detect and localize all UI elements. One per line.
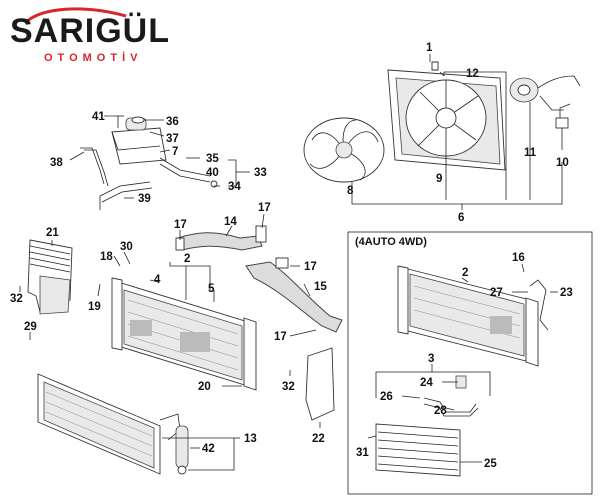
callout-40: 40 xyxy=(206,167,219,179)
callout-37: 37 xyxy=(166,133,179,145)
callout-2-4wd: 2 xyxy=(462,267,468,279)
reservoir-tank xyxy=(104,115,167,165)
callout-2: 2 xyxy=(184,253,190,265)
condenser xyxy=(37,373,181,475)
callout-28: 28 xyxy=(434,405,447,417)
cooling-fan xyxy=(303,117,385,183)
receiver-drier xyxy=(175,425,189,475)
callout-29: 29 xyxy=(24,321,37,333)
callout-32-a: 32 xyxy=(10,293,23,305)
brand-subtitle: OTOMOTİV xyxy=(44,52,143,64)
callout-41: 41 xyxy=(92,111,105,123)
callout-20: 20 xyxy=(198,381,211,393)
callout-30: 30 xyxy=(120,241,133,253)
callout-27: 27 xyxy=(490,287,503,299)
callout-8: 8 xyxy=(347,185,354,197)
callout-3: 3 xyxy=(428,353,434,365)
car-logo-icon xyxy=(25,7,127,24)
leader-lines xyxy=(19,54,563,471)
callout-38: 38 xyxy=(50,157,63,169)
callout-5: 5 xyxy=(208,283,215,295)
oil-cooler-hoses xyxy=(423,375,479,417)
callout-10: 10 xyxy=(556,157,569,169)
callout-11: 11 xyxy=(524,147,537,159)
callout-36: 36 xyxy=(166,116,179,128)
callout-32-b: 32 xyxy=(282,381,295,393)
callout-12: 12 xyxy=(466,68,479,80)
callout-15: 15 xyxy=(314,281,327,293)
callout-17-b: 17 xyxy=(258,202,271,214)
callout-26: 26 xyxy=(380,391,393,403)
callout-17-d: 17 xyxy=(274,331,287,343)
callout-33: 33 xyxy=(254,167,267,179)
resistor xyxy=(555,103,571,129)
brand-logo: SARIGÜL xyxy=(10,12,170,50)
callout-24: 24 xyxy=(420,377,433,389)
oil-cooler-pipe xyxy=(529,279,549,331)
callout-18: 18 xyxy=(100,251,113,263)
callout-34: 34 xyxy=(228,181,241,193)
upper-radiator-hose xyxy=(177,232,263,251)
callout-16: 16 xyxy=(512,252,525,264)
radiator-4wd xyxy=(397,265,539,367)
callout-7: 7 xyxy=(172,146,178,158)
callout-17-c: 17 xyxy=(304,261,317,273)
fan-motor xyxy=(509,75,581,111)
radiator xyxy=(111,277,257,391)
variant-panel-title: (4AUTO 4WD) xyxy=(355,236,427,248)
callout-19: 19 xyxy=(88,301,101,313)
oil-cooler xyxy=(375,423,461,477)
fan-shroud xyxy=(387,69,506,171)
reservoir-hoses xyxy=(80,147,218,210)
callout-labels: 1 12 11 10 9 8 6 41 36 37 7 35 40 33 34 … xyxy=(10,42,573,470)
callout-9: 9 xyxy=(436,173,442,185)
callout-14: 14 xyxy=(224,216,237,228)
callout-6: 6 xyxy=(458,212,464,224)
callout-25: 25 xyxy=(484,458,497,470)
callout-1: 1 xyxy=(426,42,433,54)
callout-17-a: 17 xyxy=(174,219,187,231)
lower-radiator-hose xyxy=(245,261,343,333)
callout-4: 4 xyxy=(154,274,161,286)
shroud-bracket xyxy=(27,239,73,315)
callout-39: 39 xyxy=(138,193,151,205)
callout-21: 21 xyxy=(46,227,59,239)
air-guard xyxy=(305,347,335,421)
callout-42: 42 xyxy=(202,443,215,455)
callout-23: 23 xyxy=(560,287,573,299)
variant-panel-border xyxy=(347,231,593,495)
callout-31: 31 xyxy=(356,447,369,459)
callout-22: 22 xyxy=(312,433,325,445)
callout-35: 35 xyxy=(206,153,219,165)
callout-13: 13 xyxy=(244,433,257,445)
